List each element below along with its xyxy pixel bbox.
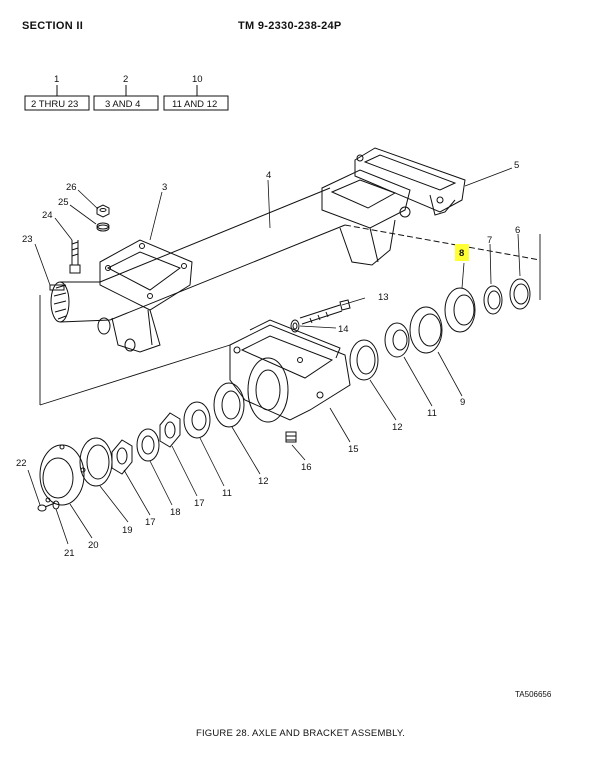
callout-8: 8 — [459, 248, 464, 259]
callout-12-right: 12 — [392, 422, 403, 433]
gasket-19 — [79, 437, 113, 487]
callout-23: 23 — [22, 234, 33, 245]
bolt-13 — [299, 299, 351, 325]
callout-8-highlight — [455, 244, 469, 261]
cup-12-left — [213, 382, 245, 428]
tm-number: TM 9-2330-238-24P — [238, 20, 342, 32]
key-23 — [49, 284, 65, 291]
callout-15: 15 — [348, 444, 359, 455]
axle-tube — [50, 187, 541, 323]
cup-12-right — [349, 339, 379, 381]
callout-numbers: 3 4 5 6 7 8 9 11 12 13 14 15 16 12 11 17… — [16, 160, 520, 559]
lockwasher-18 — [136, 428, 160, 462]
callout-24: 24 — [42, 210, 53, 221]
svg-text:2: 2 — [123, 74, 128, 85]
callout-19: 19 — [122, 525, 133, 536]
hub-body — [229, 319, 351, 423]
washer-14 — [290, 319, 300, 333]
washer-25 — [96, 222, 110, 232]
cone-11-left — [183, 401, 211, 439]
callout-11-left: 11 — [222, 488, 232, 499]
ref-box-2: 2 3 AND 4 — [93, 74, 159, 111]
callout-12-left: 12 — [258, 476, 269, 487]
callout-17-b: 17 — [145, 517, 156, 528]
figure-caption: FIGURE 28. AXLE AND BRACKET ASSEMBLY. — [195, 728, 406, 739]
plug-16 — [285, 431, 297, 443]
callout-16: 16 — [301, 462, 312, 473]
ref-box-10: 10 11 AND 12 — [163, 74, 229, 111]
svg-text:11 AND 12: 11 AND 12 — [172, 99, 217, 110]
svg-text:10: 10 — [192, 74, 203, 85]
washer-7 — [483, 285, 503, 315]
illustration-code: TA506656 — [515, 690, 552, 699]
spacer-8 — [444, 287, 476, 333]
seal-9 — [409, 306, 443, 354]
callout-13: 13 — [378, 292, 389, 303]
ref-box-1: 1 2 THRU 23 — [24, 74, 90, 111]
callout-20: 20 — [88, 540, 99, 551]
callout-7: 7 — [487, 235, 492, 246]
callout-4: 4 — [266, 170, 271, 181]
callout-25: 25 — [58, 197, 69, 208]
nut-26 — [96, 204, 110, 218]
nut-17-outer — [111, 439, 133, 475]
nut-17-left — [159, 412, 181, 448]
callout-3: 3 — [162, 182, 167, 193]
right-bracket — [321, 147, 466, 266]
section-label: SECTION II — [22, 20, 84, 32]
callout-18: 18 — [170, 507, 181, 518]
callout-11-right: 11 — [427, 408, 437, 419]
cone-11-right — [384, 322, 410, 358]
leader-lines — [27, 167, 521, 545]
assembly-bracket-lines — [39, 234, 541, 406]
hubcap-20 — [39, 444, 86, 506]
callout-5: 5 — [514, 160, 519, 171]
callout-9: 9 — [460, 397, 465, 408]
left-bracket — [97, 239, 193, 353]
seal-6 — [509, 278, 531, 310]
callout-14: 14 — [338, 324, 349, 335]
callout-26: 26 — [66, 182, 77, 193]
callout-21: 21 — [64, 548, 75, 559]
bolt-24 — [69, 240, 81, 274]
callout-22: 22 — [16, 458, 27, 469]
svg-text:3 AND 4: 3 AND 4 — [105, 99, 140, 110]
callout-6: 6 — [515, 225, 520, 236]
svg-text:2 THRU 23: 2 THRU 23 — [31, 99, 78, 110]
screw-22 — [37, 502, 56, 512]
svg-text:1: 1 — [54, 74, 59, 85]
callout-17-a: 17 — [194, 498, 205, 509]
